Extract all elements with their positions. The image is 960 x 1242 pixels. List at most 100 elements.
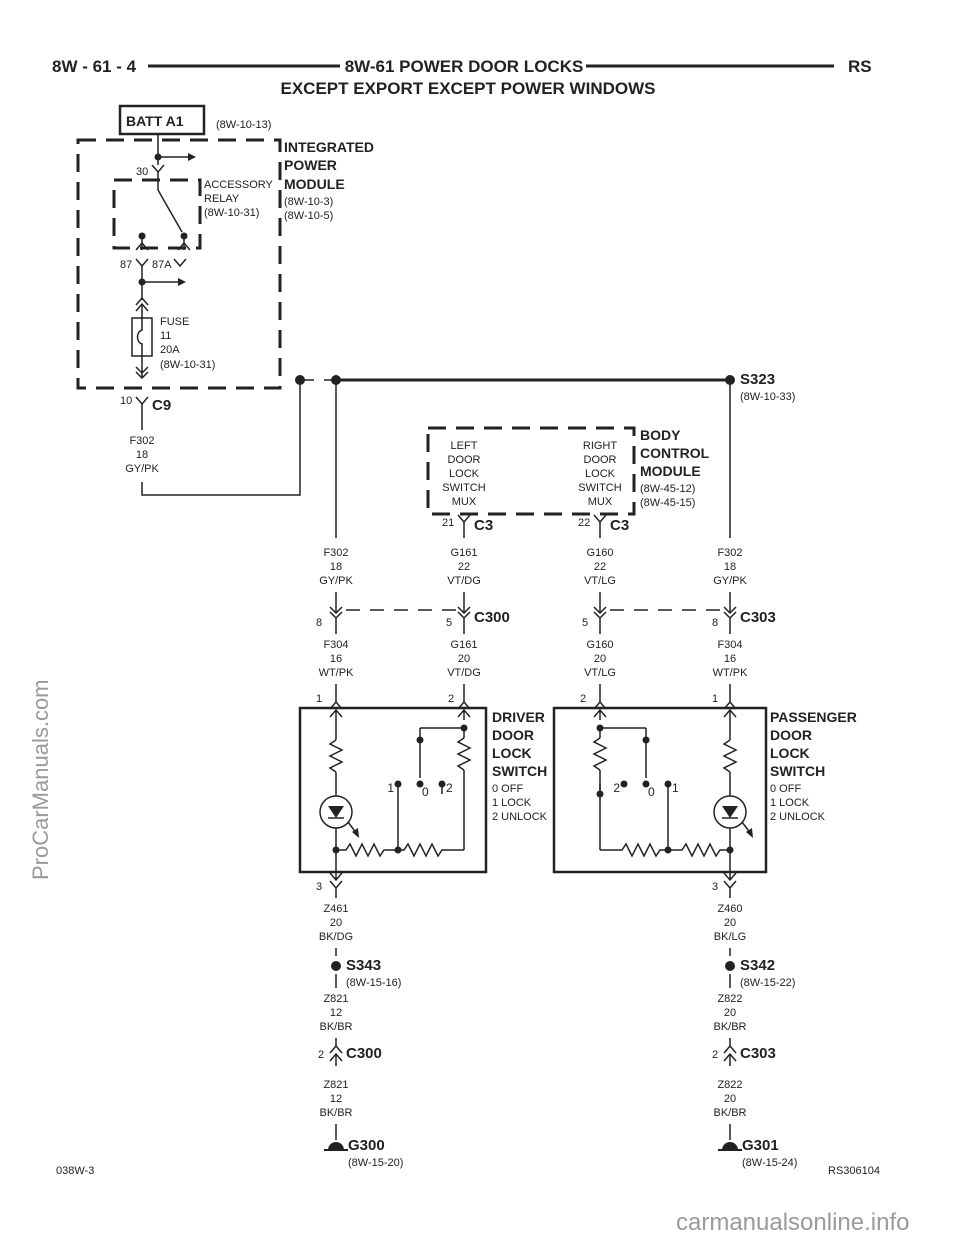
s343-ref: (8W-15-16) <box>346 977 401 989</box>
driver-pos-0: 0 <box>422 785 429 799</box>
bcm-left-mux-1: LEFT <box>451 440 478 452</box>
z461-id: Z461 <box>323 903 348 915</box>
passenger-pos-1: 1 <box>672 781 679 795</box>
wire-c-lower-id: G160 <box>587 639 614 651</box>
driver-state-2: 2 UNLOCK <box>492 811 548 823</box>
batt-ref: (8W-10-13) <box>216 119 271 131</box>
z460-id: Z460 <box>717 903 742 915</box>
wire-a-lower-color: WT/PK <box>319 667 354 679</box>
driver-pin-bottom: 3 <box>316 881 322 893</box>
side-watermark: ProCarManuals.com <box>28 679 53 880</box>
passenger-pin-top-left: 2 <box>580 693 586 705</box>
passenger-ground-path: Z460 20 BK/LG S342 (8W-15-22) Z822 20 BK… <box>712 903 797 1169</box>
z821-a-id: Z821 <box>323 993 348 1005</box>
passenger-state-2: 2 UNLOCK <box>770 811 826 823</box>
bcm-left-mux-2: DOOR <box>448 454 481 466</box>
c9-pin: 10 <box>120 395 132 407</box>
passenger-state-0: 0 OFF <box>770 783 801 795</box>
relay-pin-87a: 87A <box>152 259 172 271</box>
bcm-right-mux-3: LOCK <box>585 468 616 480</box>
z821-b-gauge: 12 <box>330 1093 342 1105</box>
passenger-title-2: DOOR <box>770 727 812 743</box>
bcm-title-1: BODY <box>640 427 681 443</box>
battery-source: BATT A1 (8W-10-13) <box>118 104 271 165</box>
page-subtitle: EXCEPT EXPORT EXCEPT POWER WINDOWS <box>281 79 656 98</box>
g301-ref: (8W-15-24) <box>742 1157 797 1169</box>
relay-pin-87: 87 <box>120 259 132 271</box>
driver-title-4: SWITCH <box>492 763 547 779</box>
passenger-state-1: 1 LOCK <box>770 797 810 809</box>
driver-title-1: DRIVER <box>492 709 545 725</box>
bcm-left-mux-4: SWITCH <box>442 482 485 494</box>
page-title: 8W-61 POWER DOOR LOCKS <box>345 57 584 76</box>
driver-title-2: DOOR <box>492 727 534 743</box>
c300-g-name: C300 <box>346 1045 382 1062</box>
c300-name: C300 <box>474 609 510 626</box>
fuse-line-3: 20A <box>160 344 180 356</box>
fuse-line-2: 11 <box>160 330 171 342</box>
conn-c-pin: 5 <box>582 617 588 629</box>
passenger-title-1: PASSENGER <box>770 709 857 725</box>
wire-b-lower-id: G161 <box>451 639 478 651</box>
wire-d-lower-gauge: 16 <box>724 653 736 665</box>
z822-b-gauge: 20 <box>724 1093 736 1105</box>
bcm-right-mux-5: MUX <box>588 496 613 508</box>
body-control-module: LEFT DOOR LOCK SWITCH MUX RIGHT DOOR LOC… <box>426 426 710 538</box>
bottom-watermark: carmanualsonline.info <box>676 1209 909 1236</box>
relay-line-2: RELAY <box>204 193 240 205</box>
z821-a-gauge: 12 <box>330 1007 342 1019</box>
bcm-left-mux-3: LOCK <box>449 468 480 480</box>
z821-b-id: Z821 <box>323 1079 348 1091</box>
wire-d-lower-color: WT/PK <box>713 667 748 679</box>
c300-g-pin: 2 <box>318 1049 324 1061</box>
wire-c-lower-gauge: 20 <box>594 653 606 665</box>
wire-b-upper-id: G161 <box>451 547 478 559</box>
page-number: 8W - 61 - 4 <box>52 57 137 76</box>
z821-b-color: BK/BR <box>319 1107 352 1119</box>
conn-a-pin: 8 <box>316 617 322 629</box>
section-code: RS <box>848 57 872 76</box>
c3-right-name: C3 <box>610 517 629 534</box>
page-header: 8W - 61 - 4 8W-61 POWER DOOR LOCKS RS EX… <box>52 57 872 98</box>
s323-ref: (8W-10-33) <box>740 391 795 403</box>
driver-title-3: LOCK <box>492 745 532 761</box>
driver-pin-top-right: 2 <box>448 693 454 705</box>
wire-f302-left-color: GY/PK <box>125 463 159 475</box>
g300-ref: (8W-15-20) <box>348 1157 403 1169</box>
passenger-pin-top-right: 1 <box>712 693 718 705</box>
bcm-left-mux-5: MUX <box>452 496 477 508</box>
driver-ground-path: Z461 20 BK/DG S343 (8W-15-16) Z821 12 BK… <box>318 903 403 1169</box>
ipm-ref-2: (8W-10-5) <box>284 210 333 222</box>
z460-color: BK/LG <box>714 931 746 943</box>
driver-pos-1: 1 <box>387 781 394 795</box>
z461-color: BK/DG <box>319 931 353 943</box>
connectors-mid: 8 5 C300 5 8 C303 <box>316 606 776 634</box>
bcm-right-mux-1: RIGHT <box>583 440 618 452</box>
fuse-line-4: (8W-10-31) <box>160 359 215 371</box>
relay-line-1: ACCESSORY <box>204 179 274 191</box>
driver-pin-top-left: 1 <box>316 693 322 705</box>
z822-a-id: Z822 <box>717 993 742 1005</box>
wire-a-lower-id: F304 <box>323 639 348 651</box>
wire-c-upper-id: G160 <box>587 547 614 559</box>
wire-a-upper-color: GY/PK <box>319 575 353 587</box>
c303-g-pin: 2 <box>712 1049 718 1061</box>
wire-f302-left: F302 18 GY/PK <box>125 380 301 496</box>
fuse-line-1: FUSE <box>160 316 189 328</box>
ipm-title-2: POWER <box>284 157 337 173</box>
s323-name: S323 <box>740 371 775 388</box>
c3-left-name: C3 <box>474 517 493 534</box>
batt-label: BATT A1 <box>126 113 184 129</box>
relay-pin-30: 30 <box>136 166 148 178</box>
wire-b-upper-gauge: 22 <box>458 561 470 573</box>
z461-gauge: 20 <box>330 917 342 929</box>
wire-d-upper-color: GY/PK <box>713 575 747 587</box>
bcm-title-3: MODULE <box>640 463 701 479</box>
wire-d-upper-id: F302 <box>717 547 742 559</box>
passenger-door-lock-switch: 2 1 2 0 1 PASSENGER DOOR <box>552 693 857 898</box>
bcm-title-2: CONTROL <box>640 445 710 461</box>
z822-a-color: BK/BR <box>713 1021 746 1033</box>
c303-g-name: C303 <box>740 1045 776 1062</box>
ipm-title-1: INTEGRATED <box>284 139 374 155</box>
z822-b-color: BK/BR <box>713 1107 746 1119</box>
